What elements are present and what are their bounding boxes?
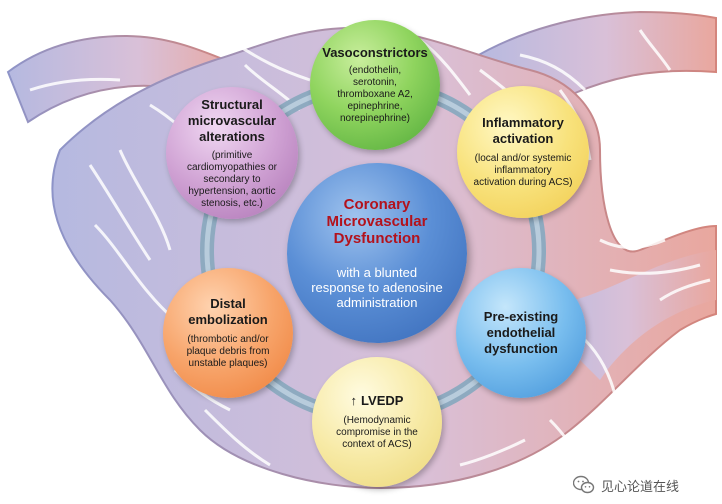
node-structural-alterations: Structural microvascular alterations (pr… <box>166 87 298 219</box>
node-lvedp: ↑ LVEDP (Hemodynamic compromise in the c… <box>312 357 442 487</box>
up-arrow-icon: ↑ <box>350 393 358 408</box>
node-inflammatory-activation: Inflammatory activation (local and/or sy… <box>457 86 589 218</box>
watermark-text: 见心论道在线 <box>601 478 680 494</box>
node-vasoconstrictors-detail: (endothelin, serotonin, thromboxane A2, … <box>337 65 413 124</box>
node-structural-detail: (primitive cardiomyopathies or secondary… <box>186 149 278 209</box>
node-lvedp-detail: (Hemodynamic compromise in the context o… <box>336 415 418 450</box>
node-vasoconstrictors-title: Vasoconstrictors <box>322 45 428 60</box>
node-embolization-detail: (thrombotic and/or plaque debris from un… <box>186 334 270 369</box>
center-node-coronary-microvascular-dysfunction: Coronary Microvascular Dysfunction with … <box>287 163 467 343</box>
node-lvedp-title: LVEDP <box>361 393 404 408</box>
center-subtitle: with a blunted response to adenosine adm… <box>311 265 443 310</box>
node-endothelial-title: Pre-existing endothelial dysfunction <box>483 309 559 356</box>
wechat-icon <box>572 475 595 495</box>
node-vasoconstrictors: Vasoconstrictors (endothelin, serotonin,… <box>310 20 440 150</box>
node-structural-title: Structural microvascular alterations <box>187 96 277 144</box>
center-title: Coronary Microvascular Dysfunction <box>326 196 428 247</box>
watermark: 见心论道在线 <box>572 474 680 496</box>
node-endothelial-dysfunction: Pre-existing endothelial dysfunction <box>456 268 586 398</box>
node-inflammatory-detail: (local and/or systemic inflammatory acti… <box>473 153 573 188</box>
node-lvedp-title-row: ↑ LVEDP <box>351 393 404 409</box>
node-inflammatory-title: Inflammatory activation <box>482 115 564 146</box>
node-embolization-title: Distal embolization <box>188 296 268 327</box>
node-distal-embolization: Distal embolization (thrombotic and/or p… <box>163 268 293 398</box>
